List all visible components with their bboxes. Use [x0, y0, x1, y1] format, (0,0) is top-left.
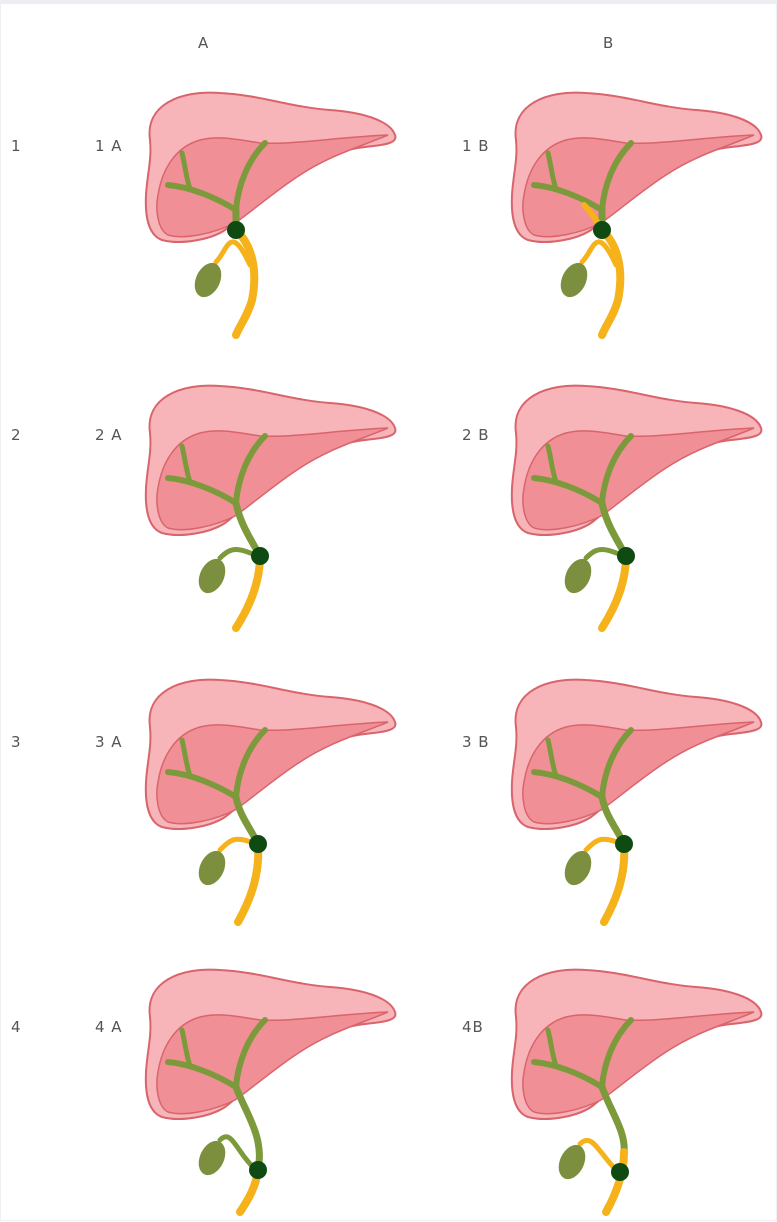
duct-junction-node	[249, 835, 267, 853]
common-bile-duct	[604, 844, 624, 922]
cell-label-4b: 4B	[462, 1018, 484, 1036]
column-header-a: A	[198, 34, 209, 52]
cell-label-2a: 2 A	[95, 426, 123, 444]
cell-label-3a: 3 A	[95, 733, 123, 751]
liver-diagram-3a	[140, 672, 400, 932]
common-bile-duct	[236, 556, 260, 628]
liver-diagram-2a	[140, 378, 400, 638]
row-number-3: 3	[11, 733, 22, 751]
common-bile-duct	[238, 844, 258, 922]
duct-junction-node	[611, 1163, 629, 1181]
liver-diagram-3b	[506, 672, 766, 932]
gallbladder	[556, 259, 593, 302]
cystic-duct	[580, 1140, 618, 1172]
duct-junction-node	[251, 547, 269, 565]
column-header-b: B	[603, 34, 614, 52]
duct-junction-node	[615, 835, 633, 853]
gallbladder	[194, 1137, 231, 1180]
gallbladder	[190, 259, 227, 302]
duct-junction-node	[249, 1161, 267, 1179]
cell-label-2b: 2 B	[462, 426, 490, 444]
cell-label-4a: 4 A	[95, 1018, 123, 1036]
cell-label-3b: 3 B	[462, 733, 490, 751]
gallbladder	[554, 1141, 591, 1184]
gallbladder	[560, 555, 597, 598]
cell-label-1a: 1 A	[95, 137, 123, 155]
gallbladder	[194, 555, 231, 598]
common-hepatic-duct	[602, 1087, 624, 1152]
liver-diagram-4b	[506, 962, 766, 1222]
duct-junction-node	[227, 221, 245, 239]
gallbladder	[194, 847, 231, 890]
liver-diagram-4a	[140, 962, 400, 1222]
row-number-4: 4	[11, 1018, 22, 1036]
duct-junction-node	[593, 221, 611, 239]
gallbladder	[560, 847, 597, 890]
duct-junction-node	[617, 547, 635, 565]
liver-diagram-1b	[506, 85, 766, 345]
row-number-1: 1	[11, 137, 22, 155]
liver-diagram-2b	[506, 378, 766, 638]
common-bile-duct	[602, 556, 626, 628]
cell-label-1b: 1 B	[462, 137, 490, 155]
row-number-2: 2	[11, 426, 22, 444]
liver-diagram-1a	[140, 85, 400, 345]
